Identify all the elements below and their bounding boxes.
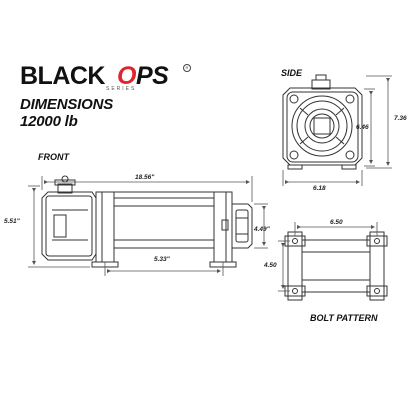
brand-logo: BLACK OPS R SERIES — [20, 62, 200, 96]
front-length-dim: 18.56" — [133, 174, 157, 181]
front-drum-height-dim: 4.49" — [254, 226, 270, 233]
logo-word-ops-text: OPS — [117, 62, 169, 90]
page-subtitle: 12000 lb — [20, 113, 78, 130]
logo-word-ops: OPS — [117, 62, 169, 91]
registered-mark-icon: R — [183, 64, 191, 72]
logo-ps-letters: PS — [135, 62, 169, 90]
logo-o-letter: O — [117, 62, 136, 90]
bolt-pattern-drawing — [284, 231, 388, 301]
side-view-label: SIDE — [281, 68, 303, 78]
front-offset-dim: 5.33" — [152, 256, 172, 263]
side-view-drawing — [282, 74, 363, 170]
page-title: DIMENSIONS — [20, 96, 114, 113]
bolt-height-dim: 4.50 — [264, 262, 277, 269]
front-view-drawing — [41, 175, 253, 268]
logo-series: SERIES — [106, 86, 137, 92]
bolt-pattern-label: BOLT PATTERN — [310, 313, 378, 323]
front-view-label: FRONT — [38, 152, 69, 162]
bolt-width-dim: 6.50 — [328, 219, 345, 226]
side-height-body-dim: 6.46 — [356, 124, 369, 131]
front-height-dim: 5.51" — [4, 218, 20, 225]
logo-word-black: BLACK — [20, 62, 106, 90]
side-height-overall-dim: 7.36 — [394, 115, 407, 122]
side-width-dim: 6.18 — [313, 185, 326, 192]
